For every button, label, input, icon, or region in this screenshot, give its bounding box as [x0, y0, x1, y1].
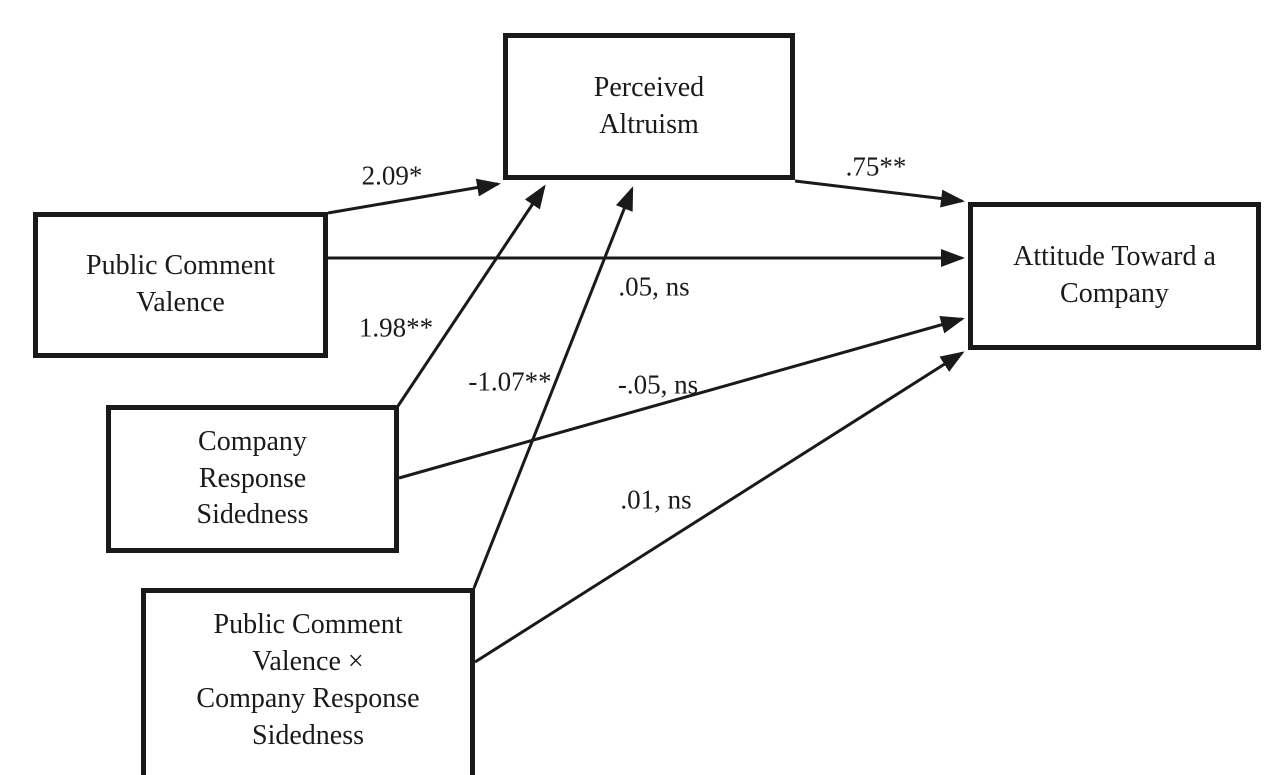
edge-altruism-to-attitude	[794, 179, 965, 208]
node-label-interaction-term: Public Comment Valence × Company Respons…	[196, 609, 420, 751]
edge-label-altruism-to-attitude: .75**	[845, 151, 907, 182]
node-label-company-response-sidedness: Company Response Sidedness	[196, 425, 309, 531]
edge-sidedness-to-attitude	[398, 316, 965, 480]
edge-interaction-to-altruism	[472, 186, 634, 589]
edge-label-interaction-to-attitude: .01, ns	[620, 484, 692, 515]
node-interaction-term: Public Comment Valence × Company Respons…	[141, 588, 475, 775]
node-company-response-sidedness: Company Response Sidedness	[106, 405, 399, 553]
node-label-perceived-altruism: Perceived Altruism	[593, 71, 705, 140]
edge-sidedness-to-altruism	[396, 184, 546, 407]
node-perceived-altruism: Perceived Altruism	[503, 33, 795, 180]
edge-valence-to-altruism	[327, 178, 501, 215]
edge-label-valence-to-altruism: 2.09*	[361, 160, 423, 191]
node-public-comment-valence: Public Comment Valence	[33, 212, 328, 358]
edge-label-sidedness-to-attitude: -.05, ns	[617, 369, 699, 400]
node-label-public-comment-valence: Public Comment Valence	[86, 250, 275, 318]
edge-label-interaction-to-altruism: -1.07**	[468, 366, 552, 397]
node-attitude-toward-company: Attitude Toward a Company	[968, 202, 1261, 350]
edge-interaction-to-attitude	[474, 351, 965, 664]
edge-label-valence-to-attitude: .05, ns	[618, 271, 690, 302]
edge-label-sidedness-to-altruism: 1.98**	[358, 312, 434, 343]
node-label-attitude-toward-company: Attitude Toward a Company	[1013, 241, 1216, 309]
